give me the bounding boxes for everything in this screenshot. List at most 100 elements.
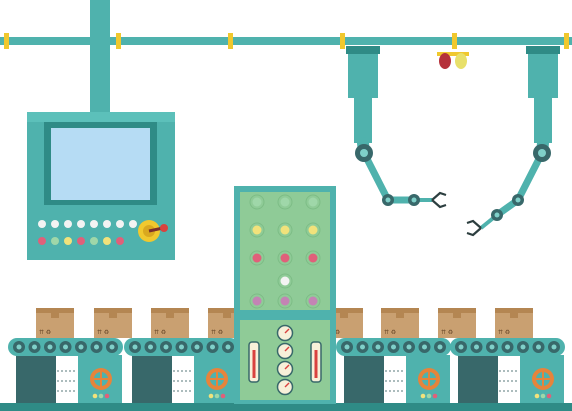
monitor-screen[interactable]: [51, 128, 150, 200]
conveyor-leg: [132, 355, 172, 405]
cabinet-gauges: [276, 324, 294, 396]
claw-icon: [466, 219, 482, 237]
roller-axle: [505, 344, 510, 350]
roller-axle: [16, 344, 22, 350]
conveyor-segment: [8, 338, 123, 405]
status-dot: [432, 393, 438, 399]
panel-button[interactable]: [51, 220, 59, 228]
panel-pillar: [90, 0, 110, 115]
roller-axle: [179, 344, 184, 350]
signal-light-icon: [439, 53, 451, 69]
conveyor-gap: [172, 355, 194, 405]
panel-button[interactable]: [103, 237, 111, 245]
panel-button[interactable]: [116, 220, 124, 228]
ceiling-rail: [0, 33, 572, 49]
box-handling-icon: ⇈ ♻: [498, 329, 510, 336]
status-dot: [220, 393, 226, 399]
indicator-light: [252, 225, 262, 235]
status-dot: [104, 393, 110, 399]
panel-button[interactable]: [38, 237, 46, 245]
control-cabinet: [234, 186, 336, 404]
indicator-ring: [305, 293, 321, 309]
indicator-ring: [277, 273, 293, 289]
panel-button[interactable]: [90, 220, 98, 228]
roller-axle: [47, 344, 53, 350]
floor-rail: [0, 403, 572, 411]
panel-button[interactable]: [116, 237, 124, 245]
status-dot: [98, 393, 104, 399]
box-tape: [51, 308, 59, 318]
status-dot: [426, 393, 432, 399]
roller-axle: [458, 344, 464, 350]
indicator-light: [280, 276, 290, 286]
indicator-light: [252, 197, 262, 207]
roller-axle: [194, 344, 200, 350]
arm-upper-segment: [534, 98, 552, 143]
panel-button[interactable]: [38, 220, 46, 228]
arm-joint-core: [360, 149, 368, 157]
indicator-light: [252, 253, 262, 263]
roller-axle: [210, 344, 215, 350]
panel-button[interactable]: [51, 237, 59, 245]
status-dot: [534, 393, 540, 399]
roller-axle: [163, 344, 169, 350]
arm-mount: [526, 46, 560, 54]
indicator-light: [280, 253, 290, 263]
control-panel: [27, 112, 175, 260]
conveyor-leg: [458, 355, 498, 405]
thermometers: [248, 341, 322, 383]
status-dot: [540, 393, 546, 399]
indicator-ring: [305, 250, 321, 266]
cabinet-indicators: [249, 194, 321, 309]
roller-axle: [391, 344, 396, 350]
box-handling-icon: ⇈ ♻: [384, 329, 396, 336]
joystick-icon[interactable]: [138, 220, 168, 242]
status-dot: [546, 393, 552, 399]
conveyor-leg: [16, 355, 56, 405]
panel-buttons: [38, 220, 137, 245]
indicator-ring: [305, 194, 321, 210]
indicator-light: [280, 225, 290, 235]
box-tape: [453, 308, 461, 318]
roller-axle: [406, 344, 412, 350]
panel-button[interactable]: [77, 220, 85, 228]
gauge-needle: [284, 328, 290, 334]
gear-spokes: [207, 369, 227, 389]
gear-spokes: [419, 369, 439, 389]
control-panel-shade: [27, 112, 175, 122]
arm-housing: [528, 54, 558, 98]
roller-axle: [520, 344, 526, 350]
arm-joint-core: [494, 212, 500, 218]
indicator-ring: [249, 194, 265, 210]
panel-button[interactable]: [64, 220, 72, 228]
panel-button[interactable]: [64, 237, 72, 245]
roller-axle: [148, 344, 153, 350]
roller-axle: [437, 344, 443, 350]
indicator-light: [308, 225, 318, 235]
rail-bracket: [564, 33, 569, 49]
status-dot: [208, 393, 214, 399]
indicator-ring: [249, 293, 265, 309]
panel-button[interactable]: [103, 220, 111, 228]
panel-button[interactable]: [90, 237, 98, 245]
box-tape: [340, 308, 348, 318]
conveyor-gap: [384, 355, 406, 405]
arm-mount: [346, 46, 380, 54]
gear-spokes: [91, 369, 111, 389]
roller-axle: [63, 344, 68, 350]
panel-button[interactable]: [77, 237, 85, 245]
rail-bracket: [228, 33, 233, 49]
thermometer-mercury: [252, 350, 256, 378]
roller-axle: [360, 344, 365, 350]
conveyor-gap: [498, 355, 520, 405]
box-handling-icon: ⇈ ♻: [154, 329, 166, 336]
box-tape: [510, 308, 518, 318]
gauge-needle: [284, 346, 290, 352]
indicator-light: [280, 197, 290, 207]
conveyor-leg: [344, 355, 384, 405]
panel-button[interactable]: [129, 220, 137, 228]
indicator-ring: [277, 250, 293, 266]
box-tape: [396, 308, 404, 318]
conveyor-gap: [56, 355, 78, 405]
